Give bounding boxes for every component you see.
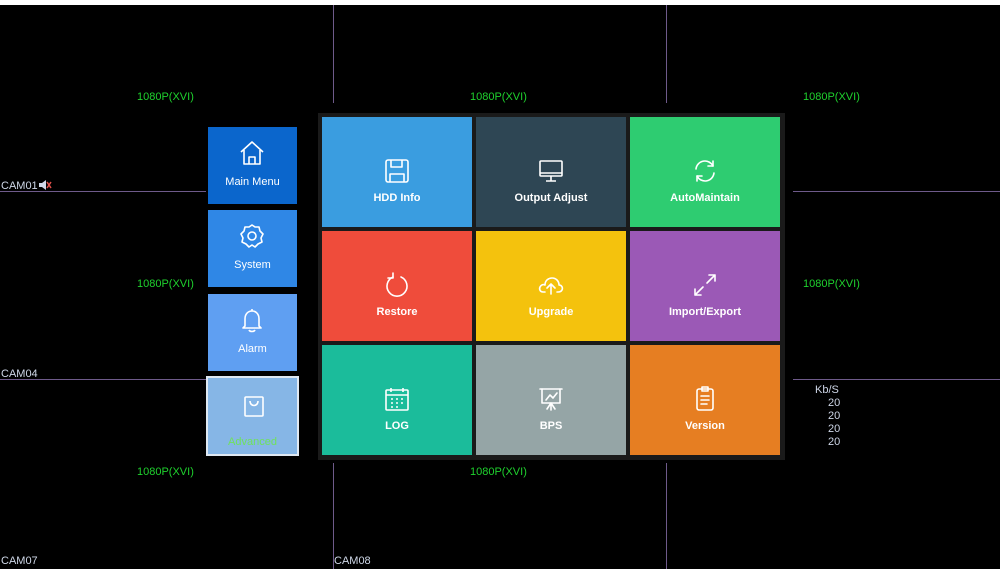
- camera-name-label: CAM01: [1, 180, 38, 192]
- tile-hdd-info[interactable]: HDD Info: [322, 117, 472, 227]
- bitrate-value: 20: [828, 423, 841, 435]
- bitrate-title: Kb/S: [815, 384, 839, 396]
- camera-resolution-label: 1080P(XVI): [470, 91, 527, 103]
- sidebar-item-main-menu[interactable]: Main Menu: [208, 127, 297, 204]
- tile-label: Restore: [376, 306, 418, 318]
- tile-bps[interactable]: BPS: [476, 345, 626, 455]
- camera-name-label: CAM07: [1, 555, 38, 567]
- bitrate-panel: Kb/S 20 20 20 20: [815, 384, 855, 449]
- camera-name-label: CAM08: [334, 555, 371, 567]
- sidebar-item-label: Main Menu: [225, 176, 280, 188]
- camera-resolution-label: 1080P(XVI): [137, 91, 194, 103]
- camera-resolution-label: 1080P(XVI): [803, 91, 860, 103]
- tile-import-export[interactable]: Import/Export: [630, 231, 780, 341]
- sidebar-item-label: Alarm: [238, 343, 267, 355]
- grid-line: [666, 463, 667, 569]
- sidebar-item-label: Advanced: [228, 436, 277, 448]
- calendar-icon: [385, 388, 409, 411]
- bag-icon: [244, 396, 264, 417]
- tile-automaintain[interactable]: AutoMaintain: [630, 117, 780, 227]
- camera-resolution-label: 1080P(XVI): [137, 466, 194, 478]
- grid-line: [333, 5, 334, 103]
- camera-grid-screen: 1080P(XVI) 1080P(XVI) 1080P(XVI) 1080P(X…: [0, 5, 1000, 569]
- tile-label: BPS: [539, 420, 563, 432]
- grid-line: [333, 463, 334, 569]
- expand-arrows-icon: [694, 274, 716, 296]
- tile-version[interactable]: Version: [630, 345, 780, 455]
- tile-log[interactable]: LOG: [322, 345, 472, 455]
- grid-line: [0, 379, 206, 380]
- grid-line: [793, 379, 1000, 380]
- tile-label: HDD Info: [373, 192, 421, 204]
- tile-label: Import/Export: [668, 306, 742, 318]
- tile-output-adjust[interactable]: Output Adjust: [476, 117, 626, 227]
- bitrate-value: 20: [828, 410, 841, 422]
- grid-line: [0, 191, 206, 192]
- bitrate-value: 20: [828, 436, 841, 448]
- monitor-icon: [539, 160, 563, 182]
- tile-label: Upgrade: [528, 306, 574, 318]
- tile-restore[interactable]: Restore: [322, 231, 472, 341]
- grid-line: [793, 191, 1000, 192]
- home-icon: [240, 141, 264, 165]
- floppy-disk-icon: [385, 159, 409, 183]
- tile-label: Output Adjust: [514, 192, 588, 204]
- presentation-chart-icon: [539, 388, 563, 411]
- bitrate-value: 20: [828, 397, 841, 409]
- refresh-icon: [695, 160, 715, 182]
- sidebar-item-alarm[interactable]: Alarm: [208, 294, 297, 371]
- sidebar-item-advanced[interactable]: Advanced: [206, 376, 299, 456]
- camera-resolution-label: 1080P(XVI): [803, 278, 860, 290]
- gear-icon: [240, 224, 264, 248]
- tile-label: AutoMaintain: [670, 192, 740, 204]
- camera-name-label: CAM04: [1, 368, 38, 380]
- camera-resolution-label: 1080P(XVI): [470, 466, 527, 478]
- tile-label: LOG: [385, 420, 409, 432]
- cloud-upload-icon: [538, 277, 564, 295]
- tile-upgrade[interactable]: Upgrade: [476, 231, 626, 341]
- tile-label: Version: [685, 420, 725, 432]
- speaker-muted-icon: [39, 180, 52, 190]
- camera-resolution-label: 1080P(XVI): [137, 278, 194, 290]
- restore-icon: [386, 272, 408, 297]
- grid-line: [666, 5, 667, 103]
- sidebar-item-system[interactable]: System: [208, 210, 297, 287]
- advanced-menu-panel: HDD Info Output Adjust AutoMaintain: [318, 113, 785, 460]
- document-icon: [696, 386, 714, 411]
- bell-icon: [242, 309, 262, 333]
- sidebar-item-label: System: [234, 259, 271, 271]
